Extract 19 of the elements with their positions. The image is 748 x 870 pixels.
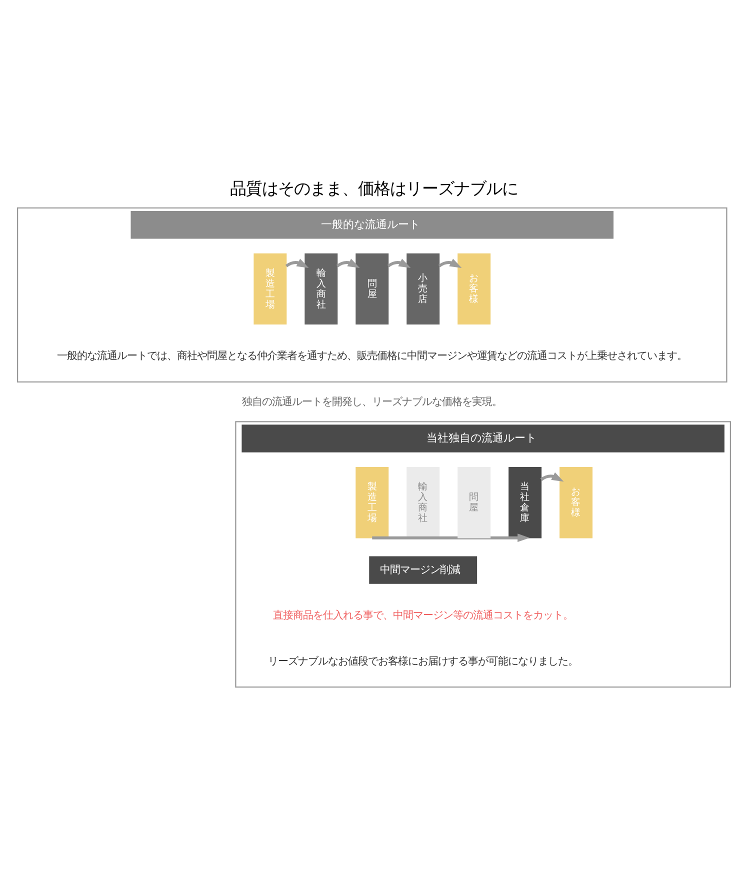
node-box: お客様 — [458, 252, 491, 324]
node-box: 製造工場 — [356, 466, 389, 538]
node-box: 製造工場 — [254, 252, 287, 324]
arrow — [387, 258, 411, 268]
node-box: 輸入商社 — [304, 252, 338, 324]
arrow — [285, 258, 309, 268]
node-box: 小売店 — [406, 252, 440, 324]
arrow — [438, 258, 462, 268]
node-box: 輸入商社 — [406, 466, 440, 538]
arrow — [336, 258, 360, 268]
node-box: 問屋 — [356, 252, 389, 324]
label: 独自の流通ルートを開発し、リーズナブルな価格を実現。 — [242, 395, 502, 408]
node-box: 中間マージン削減 — [369, 556, 478, 584]
arrow — [540, 472, 564, 482]
arrow — [372, 533, 530, 542]
node-box: 問屋 — [458, 466, 491, 538]
diagram-title: 品質はそのまま、価格はリーズナブルに — [230, 178, 518, 198]
node-box: お客様 — [560, 466, 593, 538]
node-box: 当社倉庫 — [508, 466, 542, 538]
